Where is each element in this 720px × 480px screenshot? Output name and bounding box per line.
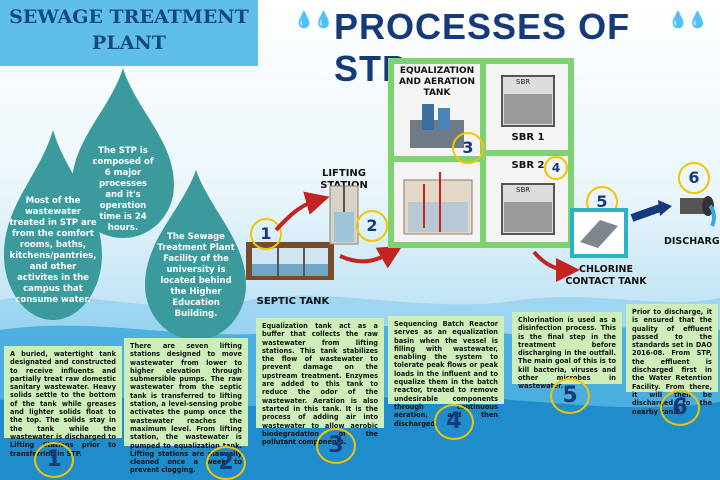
drop-text-operation: The STP is composed of 6 major processes… <box>92 146 154 233</box>
description-3: Equalization tank act as a buffer that c… <box>256 318 384 446</box>
discharge-label: DISCHARGE <box>664 236 720 247</box>
sbr2-label: SBR 2 <box>511 160 545 171</box>
description-number-6: 6 <box>660 390 700 426</box>
septic-tank-illustration <box>246 242 334 280</box>
water-drops-group <box>4 68 246 340</box>
description-5: Chlorination is used as a disinfection p… <box>512 312 622 390</box>
main-title: SEWAGE TREATMENT PLANT <box>9 6 249 54</box>
description-number-3: 3 <box>316 428 356 464</box>
aeration-tank-illustration <box>403 172 473 235</box>
equalization-label: EQUALIZATION AND AERATION TANK <box>398 66 476 98</box>
stage-number-3: 3 <box>452 132 484 164</box>
description-2: There are seven lifting stations designe… <box>124 338 248 474</box>
title-banner <box>0 0 258 66</box>
description-4: Sequencing Batch Reactor serves as an eq… <box>388 316 504 428</box>
sbr1-tank-illustration <box>501 75 555 127</box>
sbr2-tank-illustration <box>501 183 555 235</box>
discharge-pipe-illustration <box>680 196 716 227</box>
lifting-station-illustration <box>329 185 359 245</box>
sbr1-tank-text: SBR <box>516 78 531 86</box>
chlorine-label: CHLORINE CONTACT TANK <box>565 264 647 287</box>
description-number-4: 4 <box>434 404 474 440</box>
description-number-2: 2 <box>206 446 246 480</box>
stage-number-2: 2 <box>356 210 388 242</box>
sbr2-tank-text: SBR <box>516 186 531 194</box>
description-number-5: 5 <box>550 378 590 414</box>
water-drop-icon: 💧💧 <box>294 10 334 29</box>
stage-number-4: 4 <box>544 156 568 180</box>
description-number-1: 1 <box>34 442 74 478</box>
stage-number-1: 1 <box>250 218 282 250</box>
description-1: A buried, watertight tank designated and… <box>4 346 122 458</box>
drop-text-sources: Most of the wastewater treated in STP ar… <box>9 196 97 305</box>
drop-text-location: The Sewage Treatment Plant Facility of t… <box>157 232 235 319</box>
stage-number-6: 6 <box>678 162 710 194</box>
chlorine-tank-illustration <box>570 208 628 258</box>
septic-tank-label: SEPTIC TANK <box>256 296 330 307</box>
sbr1-label: SBR 1 <box>511 132 545 143</box>
description-6: Prior to discharge, it is ensured that t… <box>626 304 718 416</box>
water-drop-icon: 💧💧 <box>668 10 708 29</box>
